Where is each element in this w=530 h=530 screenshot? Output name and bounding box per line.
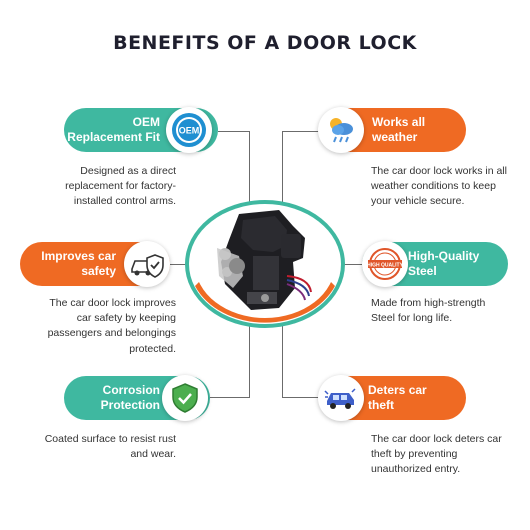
benefit-desc-corrosion: Coated surface to resist rust and wear.: [44, 433, 176, 461]
connector-line-mid-left: [170, 264, 195, 265]
high-quality-stamp-icon: HIGH QUALITY: [362, 241, 408, 287]
door-lock-image: [181, 196, 349, 332]
connector-line-bottom-left-h: [210, 397, 250, 398]
connector-line-bottom-right-v: [282, 320, 283, 398]
shield-check-icon: [162, 375, 208, 421]
benefit-label-steel: High-Quality Steel: [408, 249, 480, 278]
benefit-label-corrosion: Corrosion Protection: [100, 383, 160, 412]
connector-line-top-right-v: [282, 131, 283, 209]
connector-line-top-left-v: [249, 131, 250, 209]
benefit-label-safety: Improves car safety: [41, 249, 116, 278]
connector-line-bottom-right-h: [282, 397, 322, 398]
connector-line-top-left-h: [218, 131, 250, 132]
oem-badge-icon: OEM: [166, 107, 212, 153]
benefit-label-theft: Deters car theft: [368, 383, 427, 412]
connector-line-mid-right: [334, 264, 362, 265]
benefit-desc-steel: Made from high-strength Steel for long l…: [371, 297, 486, 325]
benefit-desc-safety: The car door lock improves car safety by…: [47, 297, 176, 355]
svg-text:HIGH QUALITY: HIGH QUALITY: [367, 263, 403, 269]
benefit-label-weather: Works all weather: [372, 115, 426, 144]
svg-text:OEM: OEM: [179, 126, 200, 136]
car-shield-icon: [124, 241, 170, 287]
connector-line-top-right-h: [282, 131, 322, 132]
connector-line-bottom-left-v: [249, 320, 250, 398]
benefit-desc-theft: The car door lock deters car theft by pr…: [371, 433, 502, 476]
car-theft-icon: [318, 375, 364, 421]
benefit-desc-oem: Designed as a direct replacement for fac…: [65, 165, 176, 208]
benefit-label-oem: OEM Replacement Fit: [67, 115, 160, 144]
page-title: BENEFITS OF A DOOR LOCK: [113, 32, 417, 54]
benefit-desc-weather: The car door lock works in all weather c…: [371, 165, 507, 208]
weather-icon: [318, 107, 364, 153]
